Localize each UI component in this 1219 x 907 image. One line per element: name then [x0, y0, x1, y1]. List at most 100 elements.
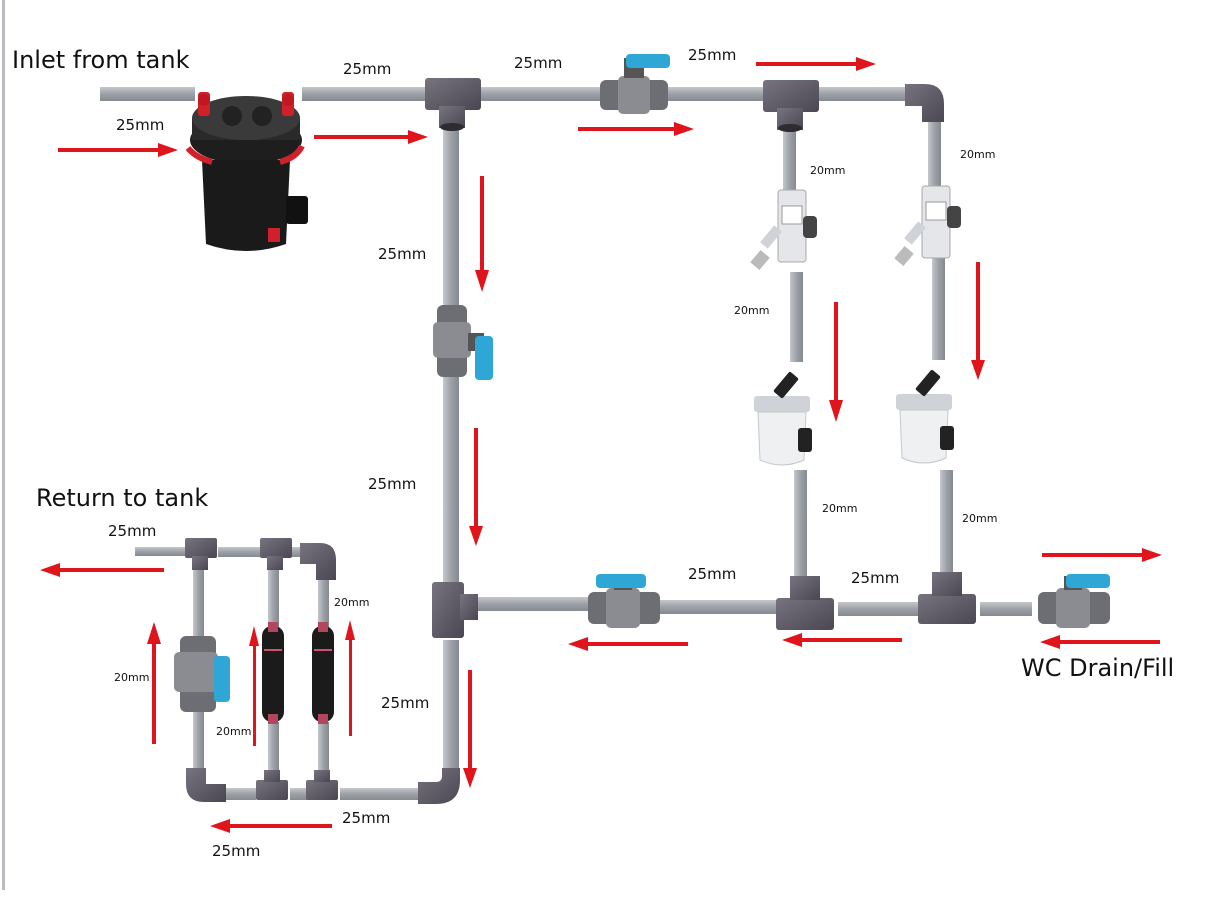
flow-arrow-left: [40, 563, 164, 577]
ball-valve-icon[interactable]: [1038, 574, 1110, 628]
pipe-main-vertical-1: [443, 128, 459, 308]
tee-fitting-icon: [763, 80, 819, 132]
flow-arrows: [40, 57, 1162, 833]
text-labels: Inlet from tank Return to tank WC Drain/…: [12, 46, 1174, 860]
pipe-return-bottom-1: [340, 788, 418, 800]
pipe-top-3: [816, 87, 908, 101]
pipe-size-label: 25mm: [688, 46, 736, 64]
flow-arrow-right: [1042, 548, 1162, 562]
pipe-return-mid-1: [268, 570, 279, 628]
fittings: [185, 78, 976, 804]
pipe-bottom-2: [660, 600, 778, 614]
elbow-fitting-icon: [418, 768, 460, 804]
pipe-return-right-1: [318, 580, 329, 628]
pipe-return-top-1: [135, 547, 187, 556]
pipe-top-1: [478, 87, 602, 101]
pipe-branch-b-1: [928, 118, 941, 190]
pipe-return-top-2: [218, 547, 262, 557]
pipe-wc: [980, 602, 1032, 616]
pipe-size-label: 25mm: [108, 522, 156, 540]
flow-arrow-left: [782, 633, 902, 647]
tee-fitting-icon: [260, 538, 292, 570]
flow-arrow-right: [58, 143, 178, 157]
ball-valves: [174, 54, 1110, 712]
flow-arrow-up: [249, 626, 259, 746]
pipe-size-label: 25mm: [688, 565, 736, 583]
flow-arrow-down: [475, 176, 489, 292]
tee-fitting-icon: [256, 770, 288, 800]
pipes: [100, 87, 1032, 800]
pipe-branch-a-1: [783, 128, 796, 192]
pipe-size-label: 25mm: [212, 842, 260, 860]
flow-arrow-left: [568, 637, 688, 651]
elbow-fitting-icon: [186, 768, 226, 802]
pipe-size-label: 25mm: [342, 809, 390, 827]
flow-arrow-down: [463, 670, 477, 788]
flow-arrow-left: [210, 819, 332, 833]
pipe-bottom-3: [838, 602, 922, 616]
pipe-return-top-3: [292, 547, 306, 557]
elbow-fitting-icon: [905, 84, 944, 122]
pipe-return-mid-2: [268, 722, 279, 774]
tee-fitting-icon: [918, 572, 976, 624]
pipe-size-label: 25mm: [381, 694, 429, 712]
prefilter-icon: [896, 370, 954, 464]
pipe-bottom-1: [474, 597, 590, 611]
page-border: [2, 0, 5, 890]
elbow-fitting-icon: [300, 543, 336, 580]
pipe-branch-b-2: [932, 258, 945, 360]
pipe-size-label: 25mm: [368, 475, 416, 493]
pipe-main-vertical-2: [443, 375, 459, 585]
ball-valve-icon[interactable]: [600, 54, 670, 114]
uv-sterilizer-icon: [262, 622, 284, 724]
pipe-size-label-small: 20mm: [114, 671, 149, 684]
flow-arrow-left: [1040, 635, 1160, 649]
flow-arrow-right: [578, 122, 694, 136]
pipe-inlet: [100, 87, 195, 101]
pipe-return-bottom-3: [226, 788, 256, 800]
wc-label: WC Drain/Fill: [1021, 654, 1174, 682]
uv-sterilizer-icon: [312, 622, 334, 724]
pipe-branch-a-3: [794, 470, 807, 580]
flow-arrow-down: [971, 262, 985, 380]
pipe-size-label: 25mm: [378, 245, 426, 263]
pipe-size-label-small: 20mm: [734, 304, 769, 317]
pipe-return-right-2: [318, 722, 329, 774]
pipe-top-2: [666, 87, 766, 101]
flow-arrow-up: [147, 622, 161, 744]
pipe-branch-b-3: [940, 470, 953, 580]
pipe-return-bottom-2: [290, 788, 308, 800]
co2-reactor-icon: [894, 185, 961, 266]
pipe-size-label-small: 20mm: [822, 502, 857, 515]
tee-fitting-icon: [776, 576, 834, 630]
pipe-size-label: 25mm: [514, 54, 562, 72]
pipe-size-label-small: 20mm: [216, 725, 251, 738]
pipe-canister-out: [302, 87, 428, 101]
tee-fitting-icon: [185, 538, 217, 570]
co2-reactor-icon: [750, 189, 817, 270]
pipe-main-vertical-3: [443, 640, 459, 770]
flow-arrow-down: [469, 428, 483, 546]
pipe-size-label-small: 20mm: [962, 512, 997, 525]
flow-arrow-up: [345, 620, 355, 736]
ball-valve-icon[interactable]: [588, 574, 660, 628]
pipe-size-label: 25mm: [116, 116, 164, 134]
pipe-size-label: 25mm: [851, 569, 899, 587]
ball-valve-icon[interactable]: [433, 305, 493, 380]
flow-arrow-right: [756, 57, 876, 71]
ball-valve-icon[interactable]: [174, 636, 230, 712]
tee-fitting-icon: [306, 770, 338, 800]
flow-arrow-down: [829, 302, 843, 422]
pipe-size-label: 25mm: [343, 60, 391, 78]
tee-fitting-icon: [425, 78, 481, 131]
pipe-branch-a-2: [790, 272, 803, 362]
pipe-return-left-1: [193, 570, 204, 638]
inlet-label: Inlet from tank: [12, 46, 190, 74]
pipe-size-label-small: 20mm: [810, 164, 845, 177]
flow-arrow-right: [314, 130, 428, 144]
pipe-size-label-small: 20mm: [960, 148, 995, 161]
pipe-size-label-small: 20mm: [334, 596, 369, 609]
canister-filter-icon: [185, 92, 308, 251]
tee-fitting-icon: [432, 582, 478, 638]
